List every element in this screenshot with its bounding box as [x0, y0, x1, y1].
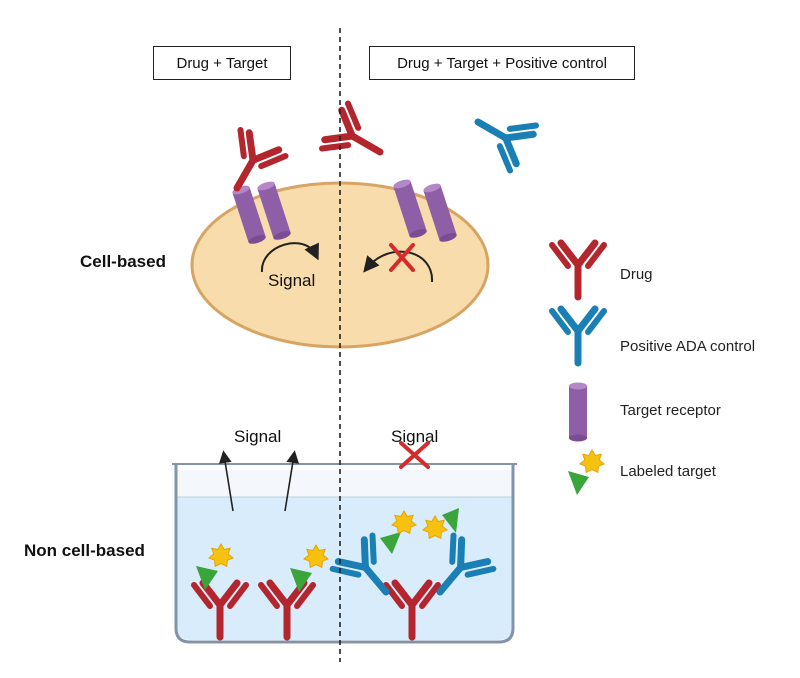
blocked-signal-cross-well: [399, 441, 430, 469]
legend-positive-icon: [552, 309, 604, 363]
signal-label-cell: Signal: [268, 271, 315, 290]
signal-arrow-well-2: [284, 450, 300, 512]
header-drug-target-label: Drug + Target: [176, 54, 268, 72]
drug-antibody-complex: [320, 102, 393, 174]
signal-label-well-left: Signal: [234, 427, 281, 446]
labeled-target-well-right-1: [380, 510, 417, 554]
labeled-target-well-left-2: [290, 544, 329, 592]
row-label-cell-based: Cell-based: [80, 252, 166, 271]
header-drug-target-positive-label: Drug + Target + Positive control: [397, 54, 607, 72]
header-drug-target-positive: Drug + Target + Positive control: [369, 46, 635, 80]
labeled-target-well-left-1: [196, 543, 234, 590]
legend-drug-label: Drug: [620, 266, 653, 283]
positive-control-complex: [465, 99, 538, 171]
signal-label-well-right: Signal: [391, 427, 438, 446]
header-drug-target: Drug + Target: [153, 46, 291, 80]
legend-receptor-label: Target receptor: [620, 402, 721, 419]
signal-arrow-well-1: [218, 450, 234, 512]
blocked-signal-cross-cell: [389, 243, 415, 272]
labeled-target-well-right-2: [422, 508, 459, 539]
legend-labeled-target-icon: [568, 449, 605, 495]
legend-positive-label: Positive ADA control: [620, 338, 756, 355]
well-air: [176, 470, 513, 497]
row-label-non-cell-based: Non cell-based: [24, 541, 145, 560]
legend-receptor-icon: [569, 382, 587, 442]
signal-curved-arrow-left: [260, 242, 319, 273]
legend-labeled-label: Labeled target: [620, 463, 716, 480]
legend-drug-icon: [552, 243, 604, 297]
well-container: [174, 464, 515, 644]
